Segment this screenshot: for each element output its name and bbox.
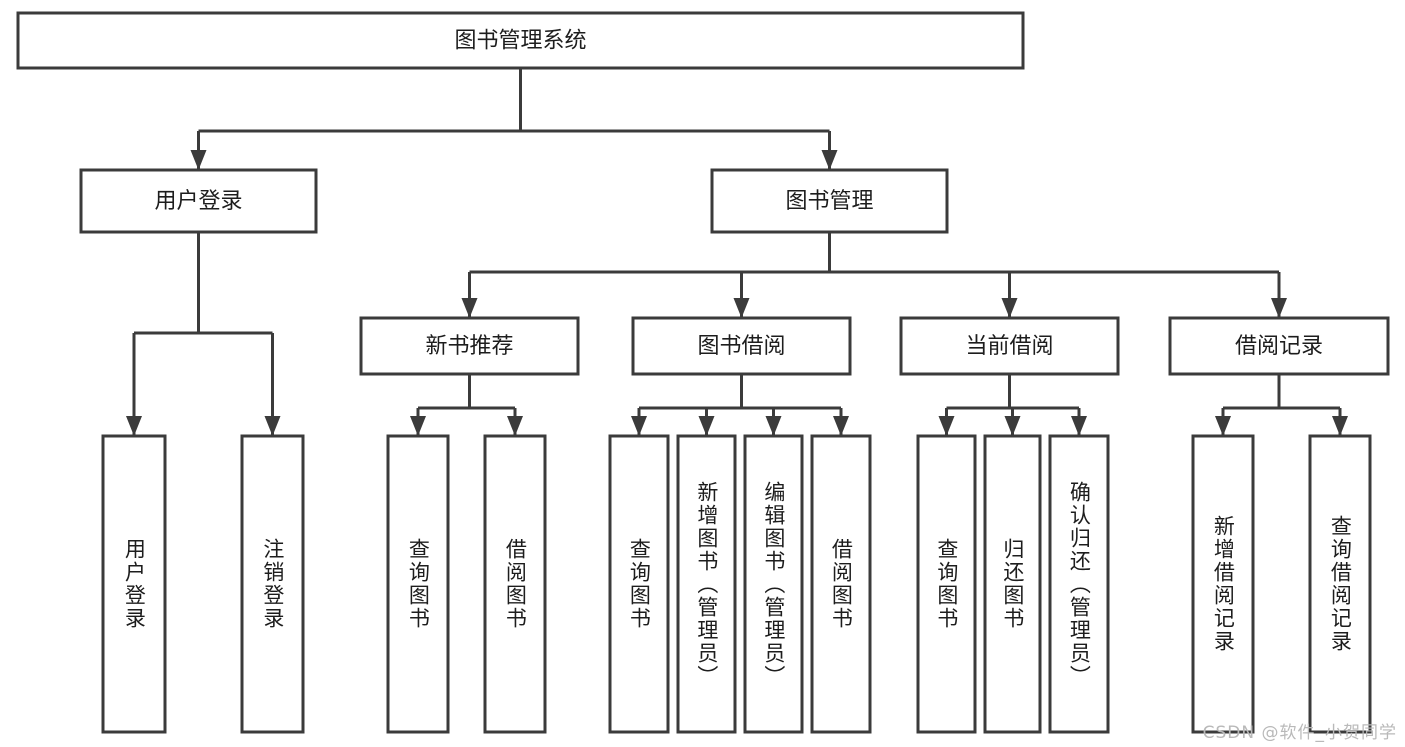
leaf-box-9[interactable] xyxy=(983,434,1042,734)
level2-label-0: 用户登录 xyxy=(154,189,242,214)
node-boxes xyxy=(16,11,1390,734)
level3-box-3[interactable] xyxy=(1168,316,1390,376)
arrow-head xyxy=(264,416,281,436)
level2-box-0[interactable] xyxy=(79,168,318,234)
arrow-head xyxy=(126,416,142,436)
arrow-head xyxy=(733,298,750,318)
arrow-head xyxy=(938,416,955,436)
level3-box-2[interactable] xyxy=(899,316,1120,376)
leaf-box-3[interactable] xyxy=(483,434,547,734)
leaf-box-1[interactable] xyxy=(240,434,305,734)
leaf-box-11[interactable] xyxy=(1191,434,1255,734)
arrow-head xyxy=(765,416,782,436)
level3-label-3: 借阅记录 xyxy=(1235,334,1323,359)
watermark-text: CSDN @软件_小贺同学 xyxy=(1202,723,1397,743)
arrow-head xyxy=(1332,416,1348,436)
arrow-head xyxy=(833,416,849,436)
connector-arrowheads xyxy=(126,150,1348,436)
leaf-box-5[interactable] xyxy=(676,434,737,734)
arrow-head xyxy=(190,150,207,170)
level2-box-1[interactable] xyxy=(710,168,949,234)
leaf-box-8[interactable] xyxy=(916,434,977,734)
level3-box-0[interactable] xyxy=(359,316,580,376)
arrow-head xyxy=(631,416,647,436)
connector-lines xyxy=(132,68,1342,435)
level3-label-2: 当前借阅 xyxy=(965,334,1053,359)
level3-box-1[interactable] xyxy=(631,316,852,376)
arrow-head xyxy=(698,416,715,436)
leaf-box-2[interactable] xyxy=(386,434,450,734)
root-label-0: 图书管理系统 xyxy=(454,29,586,54)
arrow-head xyxy=(410,416,426,436)
arrow-head xyxy=(821,150,838,170)
arrow-head xyxy=(461,298,478,318)
arrow-head xyxy=(1271,298,1287,318)
leaf-box-12[interactable] xyxy=(1308,434,1372,734)
arrow-head xyxy=(1215,416,1231,436)
leaf-box-0[interactable] xyxy=(101,434,167,734)
leaf-box-7[interactable] xyxy=(810,434,872,734)
leaf-box-6[interactable] xyxy=(743,434,804,734)
arrow-head xyxy=(1071,416,1087,436)
leaf-box-4[interactable] xyxy=(608,434,670,734)
level2-label-1: 图书管理 xyxy=(785,189,873,214)
level3-label-1: 图书借阅 xyxy=(697,334,785,359)
arrow-head xyxy=(1001,298,1018,318)
arrow-head xyxy=(1004,416,1021,436)
arrow-head xyxy=(507,416,523,436)
level3-label-0: 新书推荐 xyxy=(425,334,513,359)
root-box-0[interactable] xyxy=(16,11,1025,70)
leaf-box-10[interactable] xyxy=(1048,434,1110,734)
